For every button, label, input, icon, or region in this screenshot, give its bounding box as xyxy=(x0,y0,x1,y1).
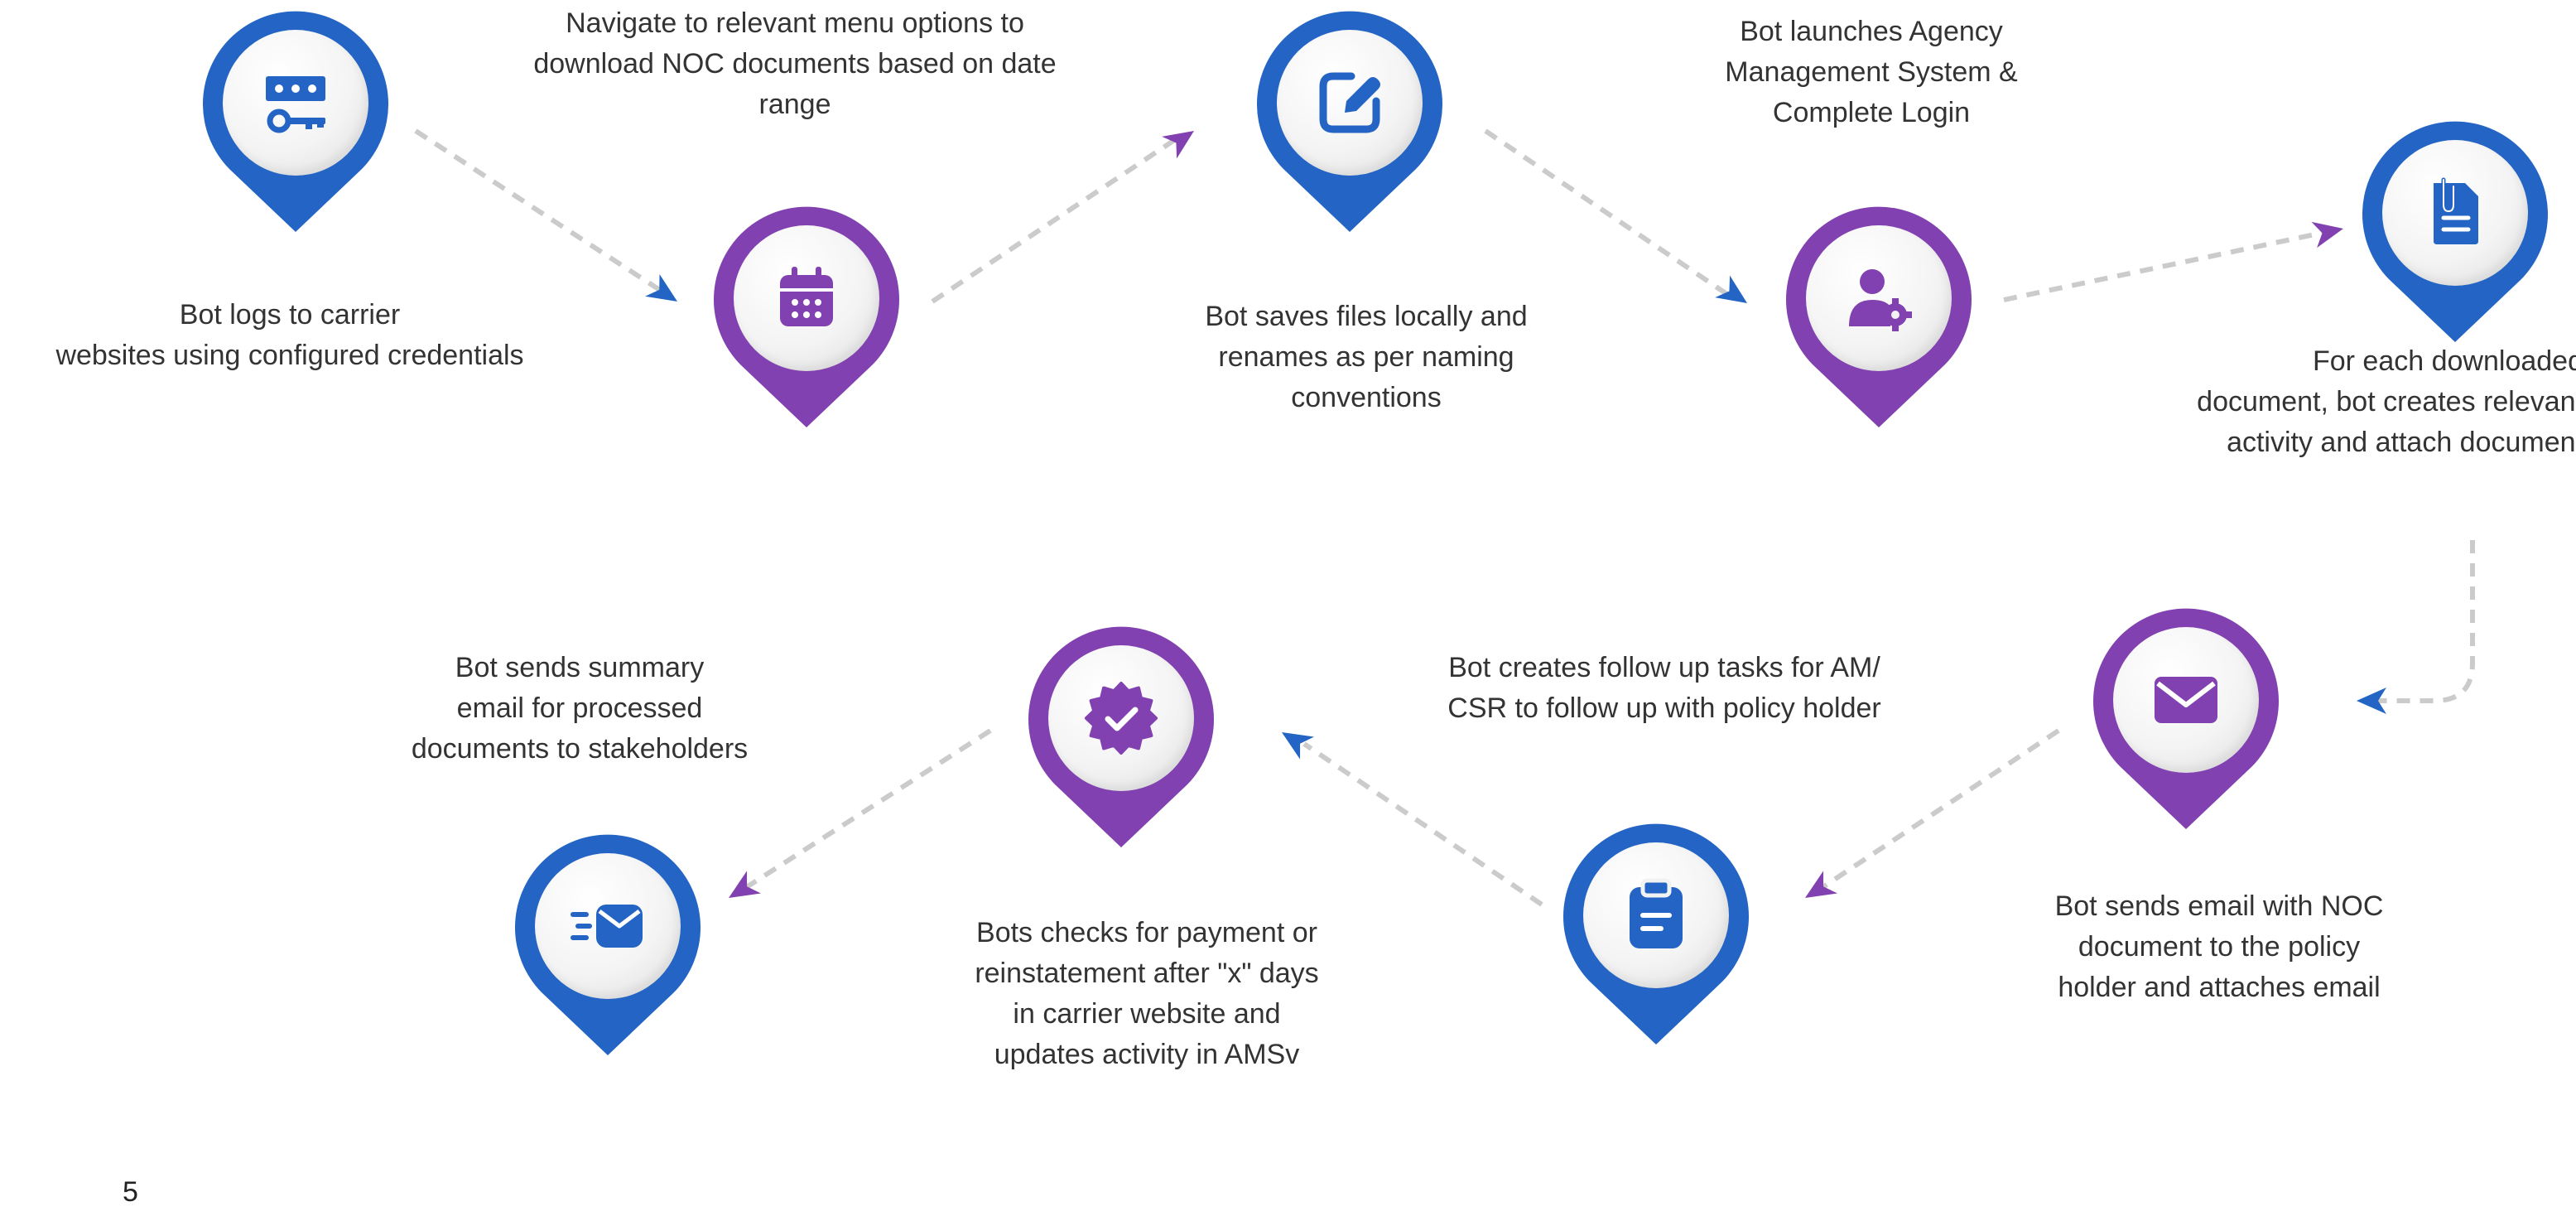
step-text-ams-login: Bot launches Agency Management System & … xyxy=(1725,16,2018,128)
pin-icon-disc xyxy=(223,30,368,176)
arrowhead-icon xyxy=(2311,221,2343,249)
arrowhead-icon xyxy=(1282,732,1315,760)
step-pin-create-activity xyxy=(2362,120,2548,343)
pin-icon-disc xyxy=(1583,842,1729,988)
arrowhead-icon xyxy=(645,273,677,302)
step-pin-payment-check xyxy=(1028,625,1214,847)
step-pin-email-noc xyxy=(2093,607,2279,829)
connector-line-8 xyxy=(744,728,992,890)
step-text-create-activity: For each downloaded document, bot create… xyxy=(2197,345,2576,458)
clipboard-icon xyxy=(1630,878,1683,948)
step-pin-follow-up-tasks xyxy=(1563,823,1749,1045)
connector-line-5 xyxy=(2368,540,2475,703)
connector-line-7 xyxy=(1302,741,1543,907)
step-text-carrier-login: Bot logs to carrier websites using confi… xyxy=(55,299,524,371)
arrowhead-icon xyxy=(1162,131,1194,159)
pin-icon-disc xyxy=(535,853,681,999)
pin-icon-disc xyxy=(2113,627,2259,773)
credentials-key-icon xyxy=(266,76,325,133)
connector-line-3 xyxy=(1484,128,1732,299)
arrowhead-icon xyxy=(2357,688,2386,714)
step-text-payment-check: Bots checks for payment or reinstatement… xyxy=(975,917,1319,1070)
arrowhead-icon xyxy=(1715,275,1747,303)
calendar-icon xyxy=(780,267,833,326)
step-text-summary-email: Bot sends summary email for processed do… xyxy=(411,652,749,765)
user-settings-icon xyxy=(1849,269,1912,331)
pin-icon-disc xyxy=(1806,225,1952,371)
arrowhead-icon xyxy=(729,871,762,898)
connector-line-1 xyxy=(414,128,674,301)
pin-icon-disc xyxy=(734,225,879,371)
envelope-icon xyxy=(2155,677,2217,723)
connector-line-4 xyxy=(2003,229,2328,302)
step-pin-navigate-download xyxy=(714,205,899,428)
step-pin-ams-login xyxy=(1786,205,1972,428)
step-pin-carrier-login xyxy=(203,10,388,233)
connector-line-6 xyxy=(1820,728,2060,890)
step-text-follow-up-tasks: Bot creates follow up tasks for AM/ CSR … xyxy=(1447,652,1881,724)
arrowhead-icon xyxy=(1805,871,1838,898)
connector-line-2 xyxy=(931,137,1177,304)
step-pin-save-rename xyxy=(1257,10,1442,233)
pin-icon-disc xyxy=(2382,140,2528,286)
attached-document-icon xyxy=(2434,177,2478,244)
verified-badge-icon xyxy=(1085,682,1158,755)
step-text-email-noc: Bot sends email with NOC document to the… xyxy=(2054,890,2384,1003)
pin-icon-disc xyxy=(1048,645,1194,791)
step-text-navigate-download: Navigate to relevant menu options to dow… xyxy=(533,7,1057,120)
page-number: 5 xyxy=(123,1176,138,1208)
step-pin-summary-email xyxy=(515,833,701,1055)
fast-mail-icon xyxy=(571,905,643,948)
edit-icon xyxy=(1319,72,1380,133)
step-text-save-rename: Bot saves files locally and renames as p… xyxy=(1205,301,1528,413)
pin-icon-disc xyxy=(1277,30,1423,176)
